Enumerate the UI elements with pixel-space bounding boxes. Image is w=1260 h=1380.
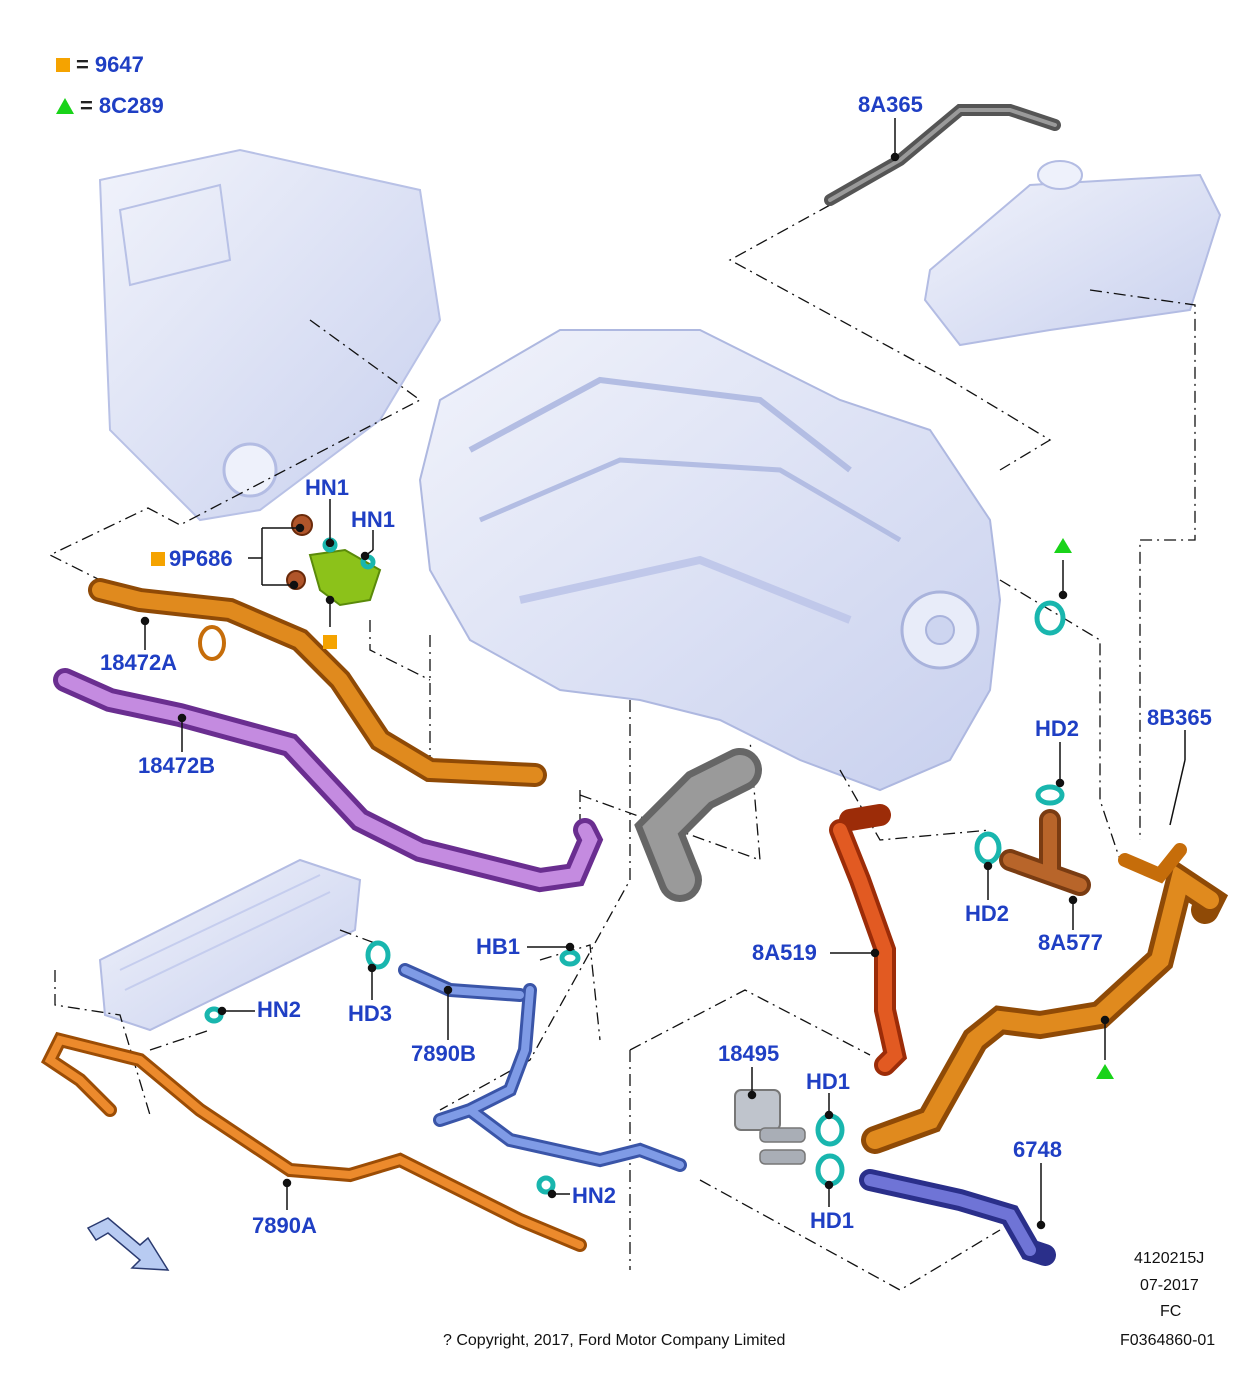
coolant-reservoir-ghost — [923, 160, 1222, 347]
footer-date: 07-2017 — [1140, 1277, 1199, 1294]
hose-8B365 — [861, 843, 1229, 1154]
legend-triangle-value: 8C289 — [98, 93, 164, 118]
footer-code: 4120215J — [1134, 1250, 1205, 1267]
footer-copyright: ? Copyright, 2017, Ford Motor Company Li… — [443, 1332, 786, 1349]
hose-6748 — [859, 1169, 1056, 1266]
callout-leader-lines — [140, 118, 1186, 1230]
callout-18495: 18495 — [718, 1041, 780, 1066]
legend-square: = 9647 — [56, 52, 144, 78]
callout-7890A: 7890A — [252, 1213, 317, 1238]
intake-hose-grey — [634, 748, 762, 902]
hose-18472B — [53, 668, 604, 893]
hvac-housing-ghost — [98, 148, 442, 522]
footer-initials: FC — [1160, 1303, 1182, 1320]
callout-8A519: 8A519 — [752, 940, 817, 965]
callout-HD2-bottom: HD2 — [965, 901, 1010, 926]
marker-triangle-bottom — [1096, 1064, 1114, 1079]
legend-triangle-symbol — [56, 98, 74, 114]
marker-square-9P686 — [151, 552, 165, 566]
callout-18472B: 18472B — [138, 753, 216, 778]
callout-HD1-a: HD1 — [806, 1069, 851, 1094]
direction-arrow-icon — [86, 1217, 170, 1271]
callout-HD3: HD3 — [348, 1001, 393, 1026]
clamp-icons — [204, 537, 1066, 1195]
engine-block-ghost — [418, 329, 1002, 792]
callout-7890B: 7890B — [411, 1041, 476, 1066]
hose-8A577 — [999, 809, 1091, 896]
marker-square-bracket — [323, 635, 337, 649]
callout-8A365: 8A365 — [858, 92, 923, 117]
legend-square-value: 9647 — [94, 52, 144, 77]
callout-HN1-a: HN1 — [305, 475, 350, 500]
callout-HN1-b: HN1 — [351, 507, 396, 532]
legend-triangle: = 8C289 — [56, 93, 164, 119]
dashed-connector-lines — [48, 204, 1196, 1291]
marker-triangle-top — [1054, 538, 1072, 553]
footer-figure-id: F0364860-01 — [1120, 1332, 1216, 1349]
callout-8B365: 8B365 — [1147, 705, 1212, 730]
oil-cooler-ghost — [98, 858, 362, 1032]
callout-HN2-a: HN2 — [257, 997, 302, 1022]
valve-18495 — [734, 1089, 806, 1165]
hose-18472A — [88, 578, 547, 787]
callout-HD2-top: HD2 — [1035, 716, 1080, 741]
callout-8A577: 8A577 — [1038, 930, 1103, 955]
callout-HD1-b: HD1 — [810, 1208, 855, 1233]
callout-HN2-b: HN2 — [572, 1183, 617, 1208]
callout-18472A: 18472A — [100, 650, 178, 675]
callout-HB1: HB1 — [476, 934, 521, 959]
legend-equals: = — [80, 93, 93, 118]
callout-9P686: 9P686 — [169, 546, 233, 571]
legend-square-symbol — [56, 58, 70, 72]
hose-7890B — [398, 963, 687, 1172]
legend-equals: = — [76, 52, 89, 77]
hose-7890A — [40, 1031, 587, 1252]
hose-8A519 — [829, 804, 908, 1076]
callout-6748: 6748 — [1013, 1137, 1062, 1162]
